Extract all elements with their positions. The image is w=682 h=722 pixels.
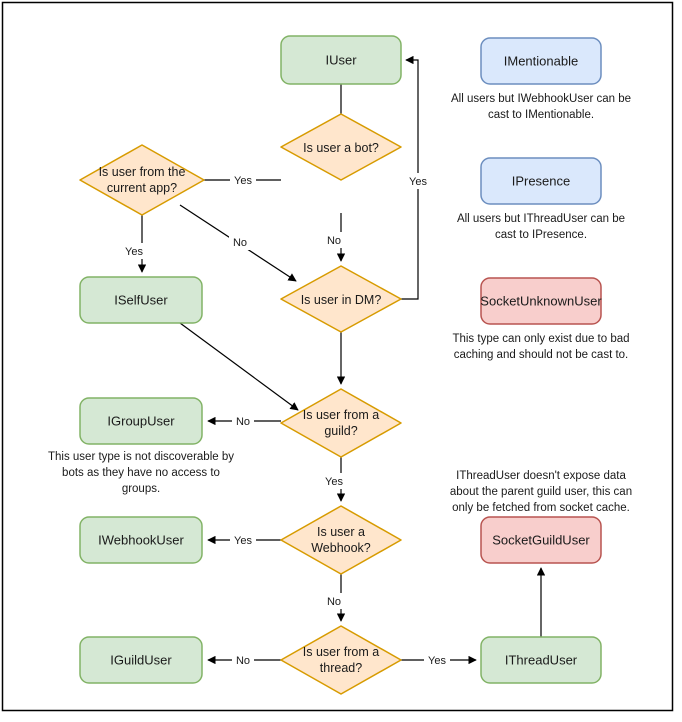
- note-socketguilduser-line3: only be fetched from socket cache.: [452, 502, 630, 514]
- edge-label-bg: [230, 532, 256, 548]
- note-igroupuser-line3: groups.: [122, 483, 160, 495]
- edge-label-webhook-no: No: [327, 596, 341, 608]
- node-is-user-from-guild-shape[interactable]: [280, 388, 402, 458]
- edge-label-fromthread-no: No: [236, 655, 250, 667]
- node-iguilduser[interactable]: IGuildUser: [79, 636, 203, 684]
- node-iguilduser-shape[interactable]: [79, 636, 203, 684]
- node-ipresence-shape[interactable]: [480, 157, 602, 205]
- note-igroupuser-line2: bots as they have no access to: [62, 467, 220, 479]
- diagram-border: [1, 1, 674, 712]
- node-is-user-from-guild-line1: Is user from a: [303, 408, 379, 422]
- node-socketguilduser[interactable]: SocketGuildUser: [480, 516, 602, 564]
- edge-label-bg: [232, 413, 254, 429]
- node-ipresence[interactable]: IPresence: [480, 157, 602, 205]
- note-socketguilduser: IThreadUser doesn't expose data about th…: [450, 470, 632, 514]
- note-socketguilduser-line1: IThreadUser doesn't expose data: [456, 470, 626, 482]
- edge-label-bg: [323, 593, 345, 609]
- node-iwebhookuser-label: IWebhookUser: [98, 532, 184, 547]
- edge-label-isbot-yes: Yes: [234, 175, 252, 187]
- node-socketunknownuser-label: SocketUnknownUser: [480, 293, 602, 308]
- note-ipresence-line1: All users but IThreadUser can be: [457, 213, 625, 225]
- node-igroupuser[interactable]: IGroupUser: [79, 397, 203, 445]
- node-is-user-in-dm[interactable]: Is user in DM?: [280, 265, 402, 333]
- edge-label-bg: [121, 243, 147, 259]
- node-is-user-from-current-app-line1: Is user from the: [99, 165, 186, 179]
- node-socketguilduser-shape[interactable]: [480, 516, 602, 564]
- node-iselfuser-shape[interactable]: [79, 276, 203, 324]
- node-igroupuser-shape[interactable]: [79, 397, 203, 445]
- edge-label-bg: [424, 652, 450, 668]
- note-imentionable-line1: All users but IWebhookUser can be: [451, 93, 631, 105]
- node-igroupuser-label: IGroupUser: [107, 413, 175, 428]
- edge-label-bg: [230, 172, 256, 188]
- node-is-user-a-webhook-line1: Is user a: [317, 525, 365, 539]
- edge-labels-layer: Yes No Yes No Yes No Yes Yes No No Yes: [121, 172, 450, 668]
- edge-label-currentapp-yes: Yes: [125, 246, 143, 258]
- node-is-user-a-webhook[interactable]: Is user a Webhook?: [280, 505, 402, 575]
- node-ipresence-label: IPresence: [512, 173, 571, 188]
- edge-label-fromguild-no: No: [236, 416, 250, 428]
- node-iguilduser-label: IGuildUser: [110, 652, 172, 667]
- node-is-user-from-current-app[interactable]: Is user from the current app?: [79, 144, 205, 216]
- note-socketunknownuser-line1: This type can only exist due to bad: [452, 333, 629, 345]
- node-iselfuser[interactable]: ISelfUser: [79, 276, 203, 324]
- node-ithreaduser[interactable]: IThreadUser: [480, 636, 602, 684]
- node-is-user-in-dm-shape[interactable]: [280, 265, 402, 333]
- node-is-user-from-guild[interactable]: Is user from a guild?: [280, 388, 402, 458]
- node-iwebhookuser[interactable]: IWebhookUser: [79, 516, 203, 564]
- edge-iselfuser-to-fromguild: [179, 322, 299, 411]
- node-is-user-from-current-app-line2: current app?: [107, 181, 177, 195]
- edge-label-isbot-no: No: [327, 235, 341, 247]
- note-igroupuser-line1: This user type is not discoverable by: [48, 451, 234, 463]
- node-imentionable-shape[interactable]: [480, 37, 602, 85]
- node-ithreaduser-label: IThreadUser: [505, 652, 578, 667]
- node-socketunknownuser-shape[interactable]: [480, 277, 602, 325]
- edge-label-webhook-yes: Yes: [234, 535, 252, 547]
- node-socketunknownuser[interactable]: SocketUnknownUser: [480, 277, 602, 325]
- edge-label-bg: [232, 652, 254, 668]
- edge-label-fromguild-yes: Yes: [325, 476, 343, 488]
- edge-label-bg: [229, 234, 251, 250]
- note-igroupuser: This user type is not discoverable by bo…: [48, 451, 234, 495]
- node-is-user-a-webhook-line2: Webhook?: [311, 541, 371, 555]
- note-ipresence-line2: cast to IPresence.: [495, 229, 587, 241]
- edge-label-bg: [405, 173, 431, 189]
- note-imentionable-line2: cast to IMentionable.: [488, 109, 594, 121]
- edge-label-bg: [323, 232, 345, 248]
- node-is-user-a-bot-label: Is user a bot?: [303, 141, 379, 155]
- node-is-user-a-webhook-shape[interactable]: [280, 505, 402, 575]
- node-is-user-a-bot[interactable]: Is user a bot?: [280, 113, 402, 181]
- note-ipresence: All users but IThreadUser can be cast to…: [457, 213, 625, 241]
- edge-label-currentapp-no: No: [233, 237, 247, 249]
- node-socketguilduser-label: SocketGuildUser: [492, 532, 590, 547]
- node-is-user-from-thread-shape[interactable]: [280, 625, 402, 695]
- note-socketunknownuser-line2: caching and should not be cast to.: [454, 349, 629, 361]
- node-iselfuser-label: ISelfUser: [114, 292, 168, 307]
- node-imentionable[interactable]: IMentionable: [480, 37, 602, 85]
- note-socketguilduser-line2: about the parent guild user, this can: [450, 486, 632, 498]
- edge-label-fromthread-yes: Yes: [428, 655, 446, 667]
- note-imentionable: All users but IWebhookUser can be cast t…: [451, 93, 631, 121]
- node-iuser[interactable]: IUser: [280, 35, 402, 85]
- node-is-user-a-bot-shape[interactable]: [280, 113, 402, 181]
- node-iuser-shape[interactable]: [280, 35, 402, 85]
- node-is-user-from-guild-line2: guild?: [324, 424, 357, 438]
- node-ithreaduser-shape[interactable]: [480, 636, 602, 684]
- edge-label-bg: [321, 473, 347, 489]
- node-is-user-from-thread[interactable]: Is user from a thread?: [280, 625, 402, 695]
- node-is-user-from-thread-line1: Is user from a: [303, 645, 379, 659]
- node-iwebhookuser-shape[interactable]: [79, 516, 203, 564]
- node-is-user-from-current-app-shape[interactable]: [79, 144, 205, 216]
- node-is-user-from-thread-line2: thread?: [320, 661, 362, 675]
- node-imentionable-label: IMentionable: [504, 53, 578, 68]
- note-socketunknownuser: This type can only exist due to bad cach…: [452, 333, 629, 361]
- edge-label-indm-yes: Yes: [409, 176, 427, 188]
- node-iuser-label: IUser: [325, 52, 357, 67]
- node-is-user-in-dm-label: Is user in DM?: [301, 293, 382, 307]
